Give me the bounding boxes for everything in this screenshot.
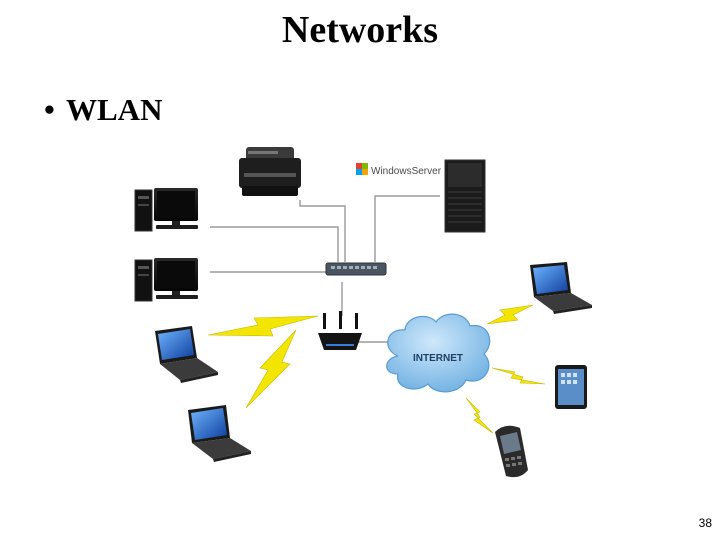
wire-pc1-switch: [210, 226, 339, 262]
server-label: WindowsServer: [371, 166, 442, 177]
lightning-internet-tablet: [491, 367, 546, 385]
page-number: 38: [698, 516, 712, 530]
printer: [239, 147, 301, 196]
lightning-router-laptop1: [207, 315, 319, 337]
desktop-pc-2: [134, 258, 198, 302]
wire-server-switch: [374, 195, 440, 262]
wire-printer-switch: [299, 200, 346, 262]
windows-server: WindowsServer: [356, 159, 486, 233]
lightning-internet-laptop: [486, 304, 534, 325]
internet-cloud: INTERNET: [386, 313, 491, 393]
laptop-right: [530, 262, 592, 314]
desktop-pc-1: [134, 188, 198, 232]
wireless-links: [207, 304, 546, 434]
lightning-internet-phone: [465, 397, 494, 434]
bullet-dot: •: [44, 92, 55, 127]
wireless-router: [318, 311, 362, 350]
lightning-router-laptop2: [245, 329, 297, 409]
tablet: [555, 365, 587, 409]
internet-label: INTERNET: [413, 353, 463, 364]
laptop-left-1: [155, 326, 218, 383]
smartphone: [495, 425, 528, 478]
wired-connections: [210, 195, 440, 343]
laptop-left-2: [188, 405, 251, 462]
slide-title: Networks: [281, 9, 439, 51]
network-switch: [325, 262, 387, 276]
bullet-item: • WLAN: [44, 92, 162, 128]
bullet-text: WLAN: [66, 92, 163, 127]
